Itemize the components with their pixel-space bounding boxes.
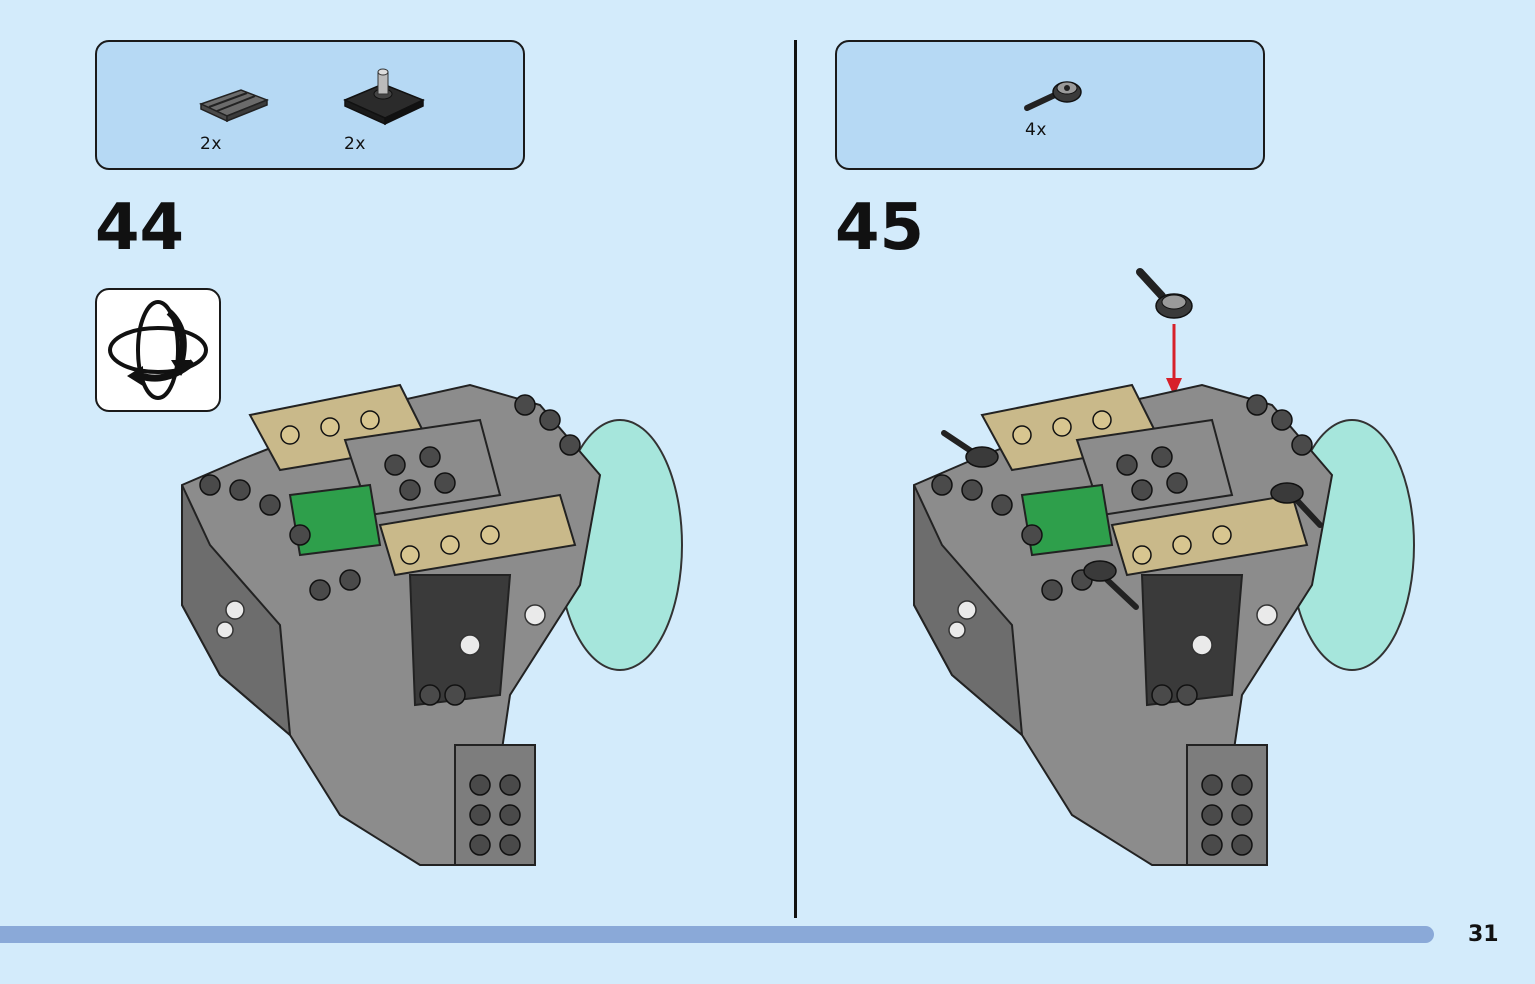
rotate-model-callout	[95, 288, 221, 412]
part-quantity: 2x	[344, 134, 366, 154]
part-quantity: 2x	[200, 134, 222, 154]
placement-arrow-icon	[1166, 324, 1182, 396]
bar-with-clip-part	[1023, 76, 1087, 120]
page-divider	[794, 40, 797, 918]
progress-bar	[0, 926, 1434, 943]
parts-callout-step-45: 4x	[835, 40, 1265, 170]
grille-tile-part	[197, 86, 270, 126]
page-number: 31	[1468, 922, 1499, 947]
step-number: 45	[835, 191, 925, 265]
parts-callout-step-44: 2x 2x	[95, 40, 525, 170]
placement-part-bar-with-clip	[1136, 268, 1193, 319]
plate-with-pin-part	[341, 64, 427, 130]
assembly-step-45-model	[912, 262, 1422, 876]
assembly-step-44-model	[180, 375, 690, 879]
part-quantity: 4x	[1025, 120, 1047, 140]
step-number: 44	[95, 191, 185, 265]
rotate-model-icon	[108, 300, 208, 400]
